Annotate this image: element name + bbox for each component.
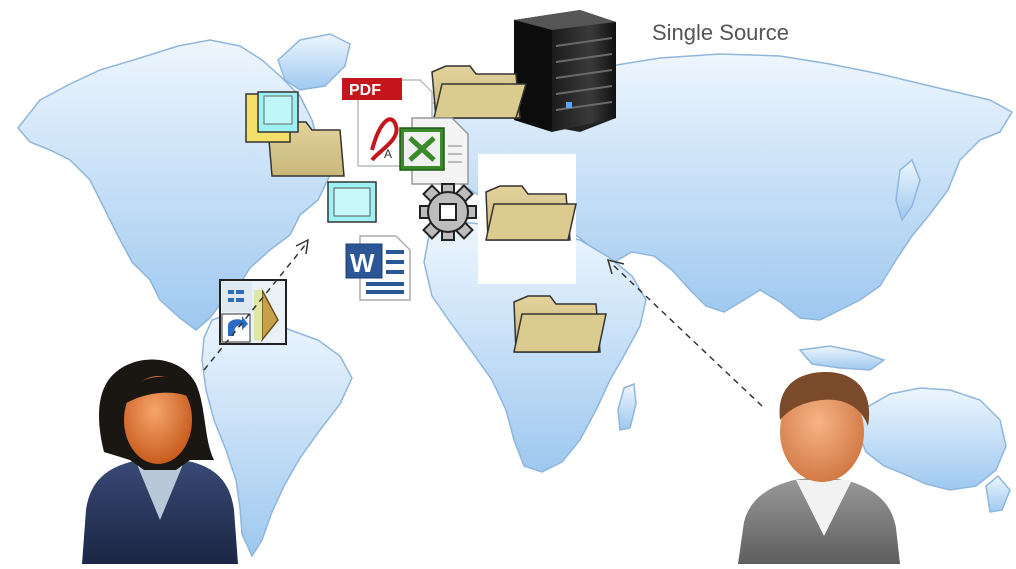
user-icon: [738, 372, 900, 564]
madagascar-shape: [617, 382, 637, 431]
user-icon: [82, 359, 238, 564]
gear-icon: [419, 183, 477, 241]
design-file-icon: [245, 91, 299, 143]
islands-shape: [798, 345, 886, 371]
access-arrow-left: [203, 238, 309, 371]
shortcut-icon: [219, 279, 287, 345]
folder-icon: [513, 295, 607, 353]
japan-shape: [895, 158, 921, 222]
access-arrow-right: [606, 258, 763, 407]
svg-text:A: A: [384, 147, 392, 161]
nz-shape: [985, 474, 1011, 513]
australia-shape: [857, 387, 1007, 491]
greenland-shape: [277, 33, 351, 91]
server-icon: [514, 10, 616, 132]
south-america-shape: [201, 311, 353, 558]
folder-icon: [485, 185, 577, 241]
server-label: Single Source: [652, 20, 789, 45]
pdf-badge-text: PDF: [349, 82, 381, 99]
excel-icon: [399, 117, 469, 185]
svg-text:W: W: [350, 248, 375, 278]
word-icon: W: [345, 235, 411, 301]
generic-file-icon: [327, 181, 377, 223]
folder-icon: [431, 65, 528, 119]
